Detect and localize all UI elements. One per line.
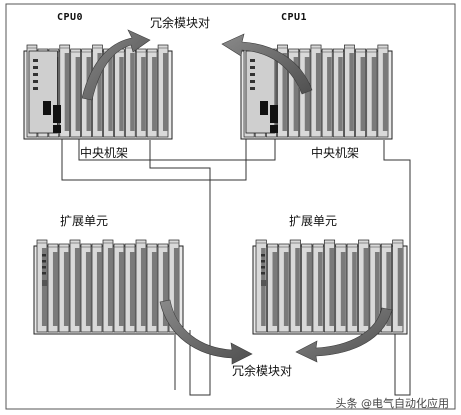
rack-module: [157, 44, 169, 138]
rack-module: [113, 243, 125, 333]
rack-module: [277, 44, 288, 138]
rack-module: [135, 48, 147, 138]
connection-lines: [61, 135, 411, 396]
central-rack-left-label: 中央机架: [80, 146, 129, 160]
rack-module: [47, 243, 59, 333]
rack-module: [146, 48, 158, 138]
central-rack-left: [23, 44, 173, 140]
rack-module: [310, 44, 322, 138]
rack-module: [288, 48, 300, 138]
expansion-unit-left: [33, 239, 184, 335]
rack-module: [321, 48, 333, 138]
expansion-unit-right: [252, 239, 408, 335]
rack-module: [69, 239, 81, 333]
expansion-unit-left-label: 扩展单元: [60, 214, 109, 228]
rack-module: [355, 48, 367, 138]
redundancy-arrows: [81, 29, 393, 365]
rack-module: [146, 243, 158, 333]
rack-module: [102, 239, 114, 333]
rack-module: [124, 44, 136, 138]
rack-module: [114, 48, 125, 138]
rack-module: [392, 239, 404, 333]
rack-module: [335, 243, 347, 333]
expansion-unit-right-label: 扩展单元: [289, 214, 338, 228]
rack-module: [58, 243, 70, 333]
watermark: 头条 @电气自动化应用: [335, 397, 450, 410]
arrow-bottom-left: [159, 299, 253, 365]
arrow-bottom-right: [295, 307, 393, 363]
rack-module: [312, 243, 324, 333]
rack-module: [157, 243, 169, 333]
rack-module: [366, 48, 378, 138]
central-rack-right: [240, 44, 393, 140]
rack-module: [344, 44, 355, 138]
rack-module: [332, 48, 344, 138]
arrow-top-right: [221, 33, 313, 95]
rack-module: [267, 243, 279, 333]
redundancy-pair-bottom-label: 冗余模块对: [232, 364, 293, 378]
rack-module: [358, 239, 370, 333]
cpu0-label: CPU0: [57, 12, 84, 23]
redundancy-pair-top-label: 冗余模块对: [150, 16, 211, 30]
rack-module: [135, 239, 147, 333]
rack-module: [377, 44, 389, 138]
rack-module: [346, 243, 358, 333]
rack-module: [91, 243, 103, 333]
arrow-top-left: [81, 29, 151, 101]
rack-module: [59, 44, 71, 138]
rack-module: [301, 243, 313, 333]
cpu1-label: CPU1: [281, 12, 308, 23]
rack-module: [168, 239, 180, 333]
rack-module: [278, 243, 290, 333]
outer-frame: [5, 3, 456, 410]
rack-module: [80, 243, 92, 333]
rack-module: [70, 48, 81, 138]
rack-module: [289, 239, 301, 333]
rack-module: [124, 243, 136, 333]
rack-module: [323, 239, 336, 333]
rack-module: [380, 243, 392, 333]
central-rack-right-label: 中央机架: [311, 146, 360, 160]
